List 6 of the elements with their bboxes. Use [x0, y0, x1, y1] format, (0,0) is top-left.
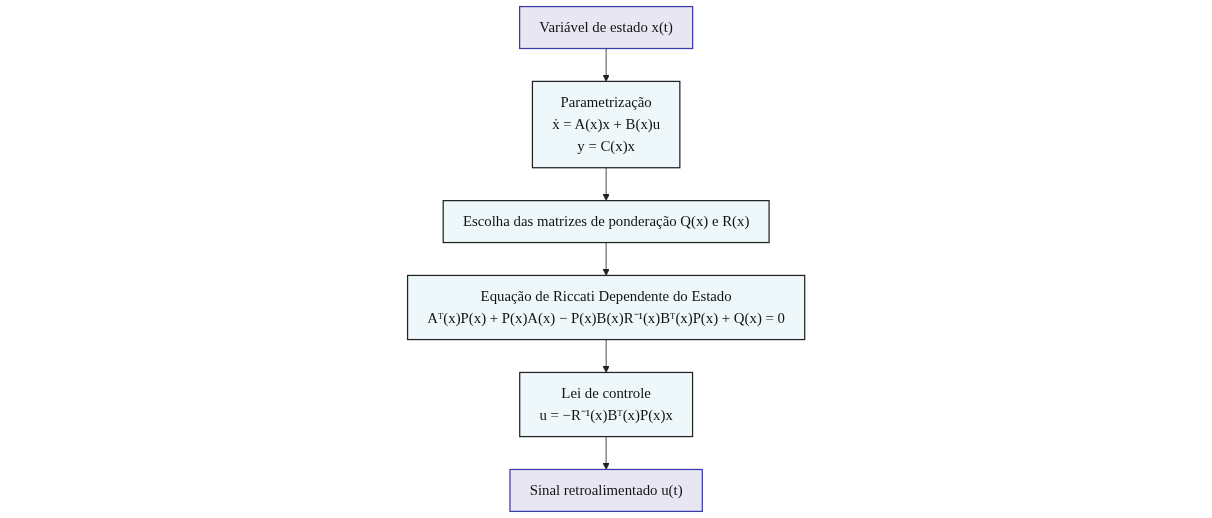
node-box: Equação de Riccati Dependente do Estado Aᵀ(x)P(x) + P(x)A(x) − P(x)B(x)R⁻¹(x)Bᵀ(x)P(x) + Q(x) = 0 [406, 274, 806, 341]
node-box: Parametrização ẋ = A(x)x + B(x)u y = C(x)x [531, 80, 681, 169]
node-box: Escolha das matrizes de ponderação Q(x) e R(x) [442, 200, 770, 244]
node-box: Lei de controle u = −R⁻¹(x)Bᵀ(x)P(x)x [518, 371, 694, 438]
node-box: Sinal retroalimentado u(t) [509, 468, 703, 513]
node-box: Variável de estado x(t) [518, 5, 694, 50]
